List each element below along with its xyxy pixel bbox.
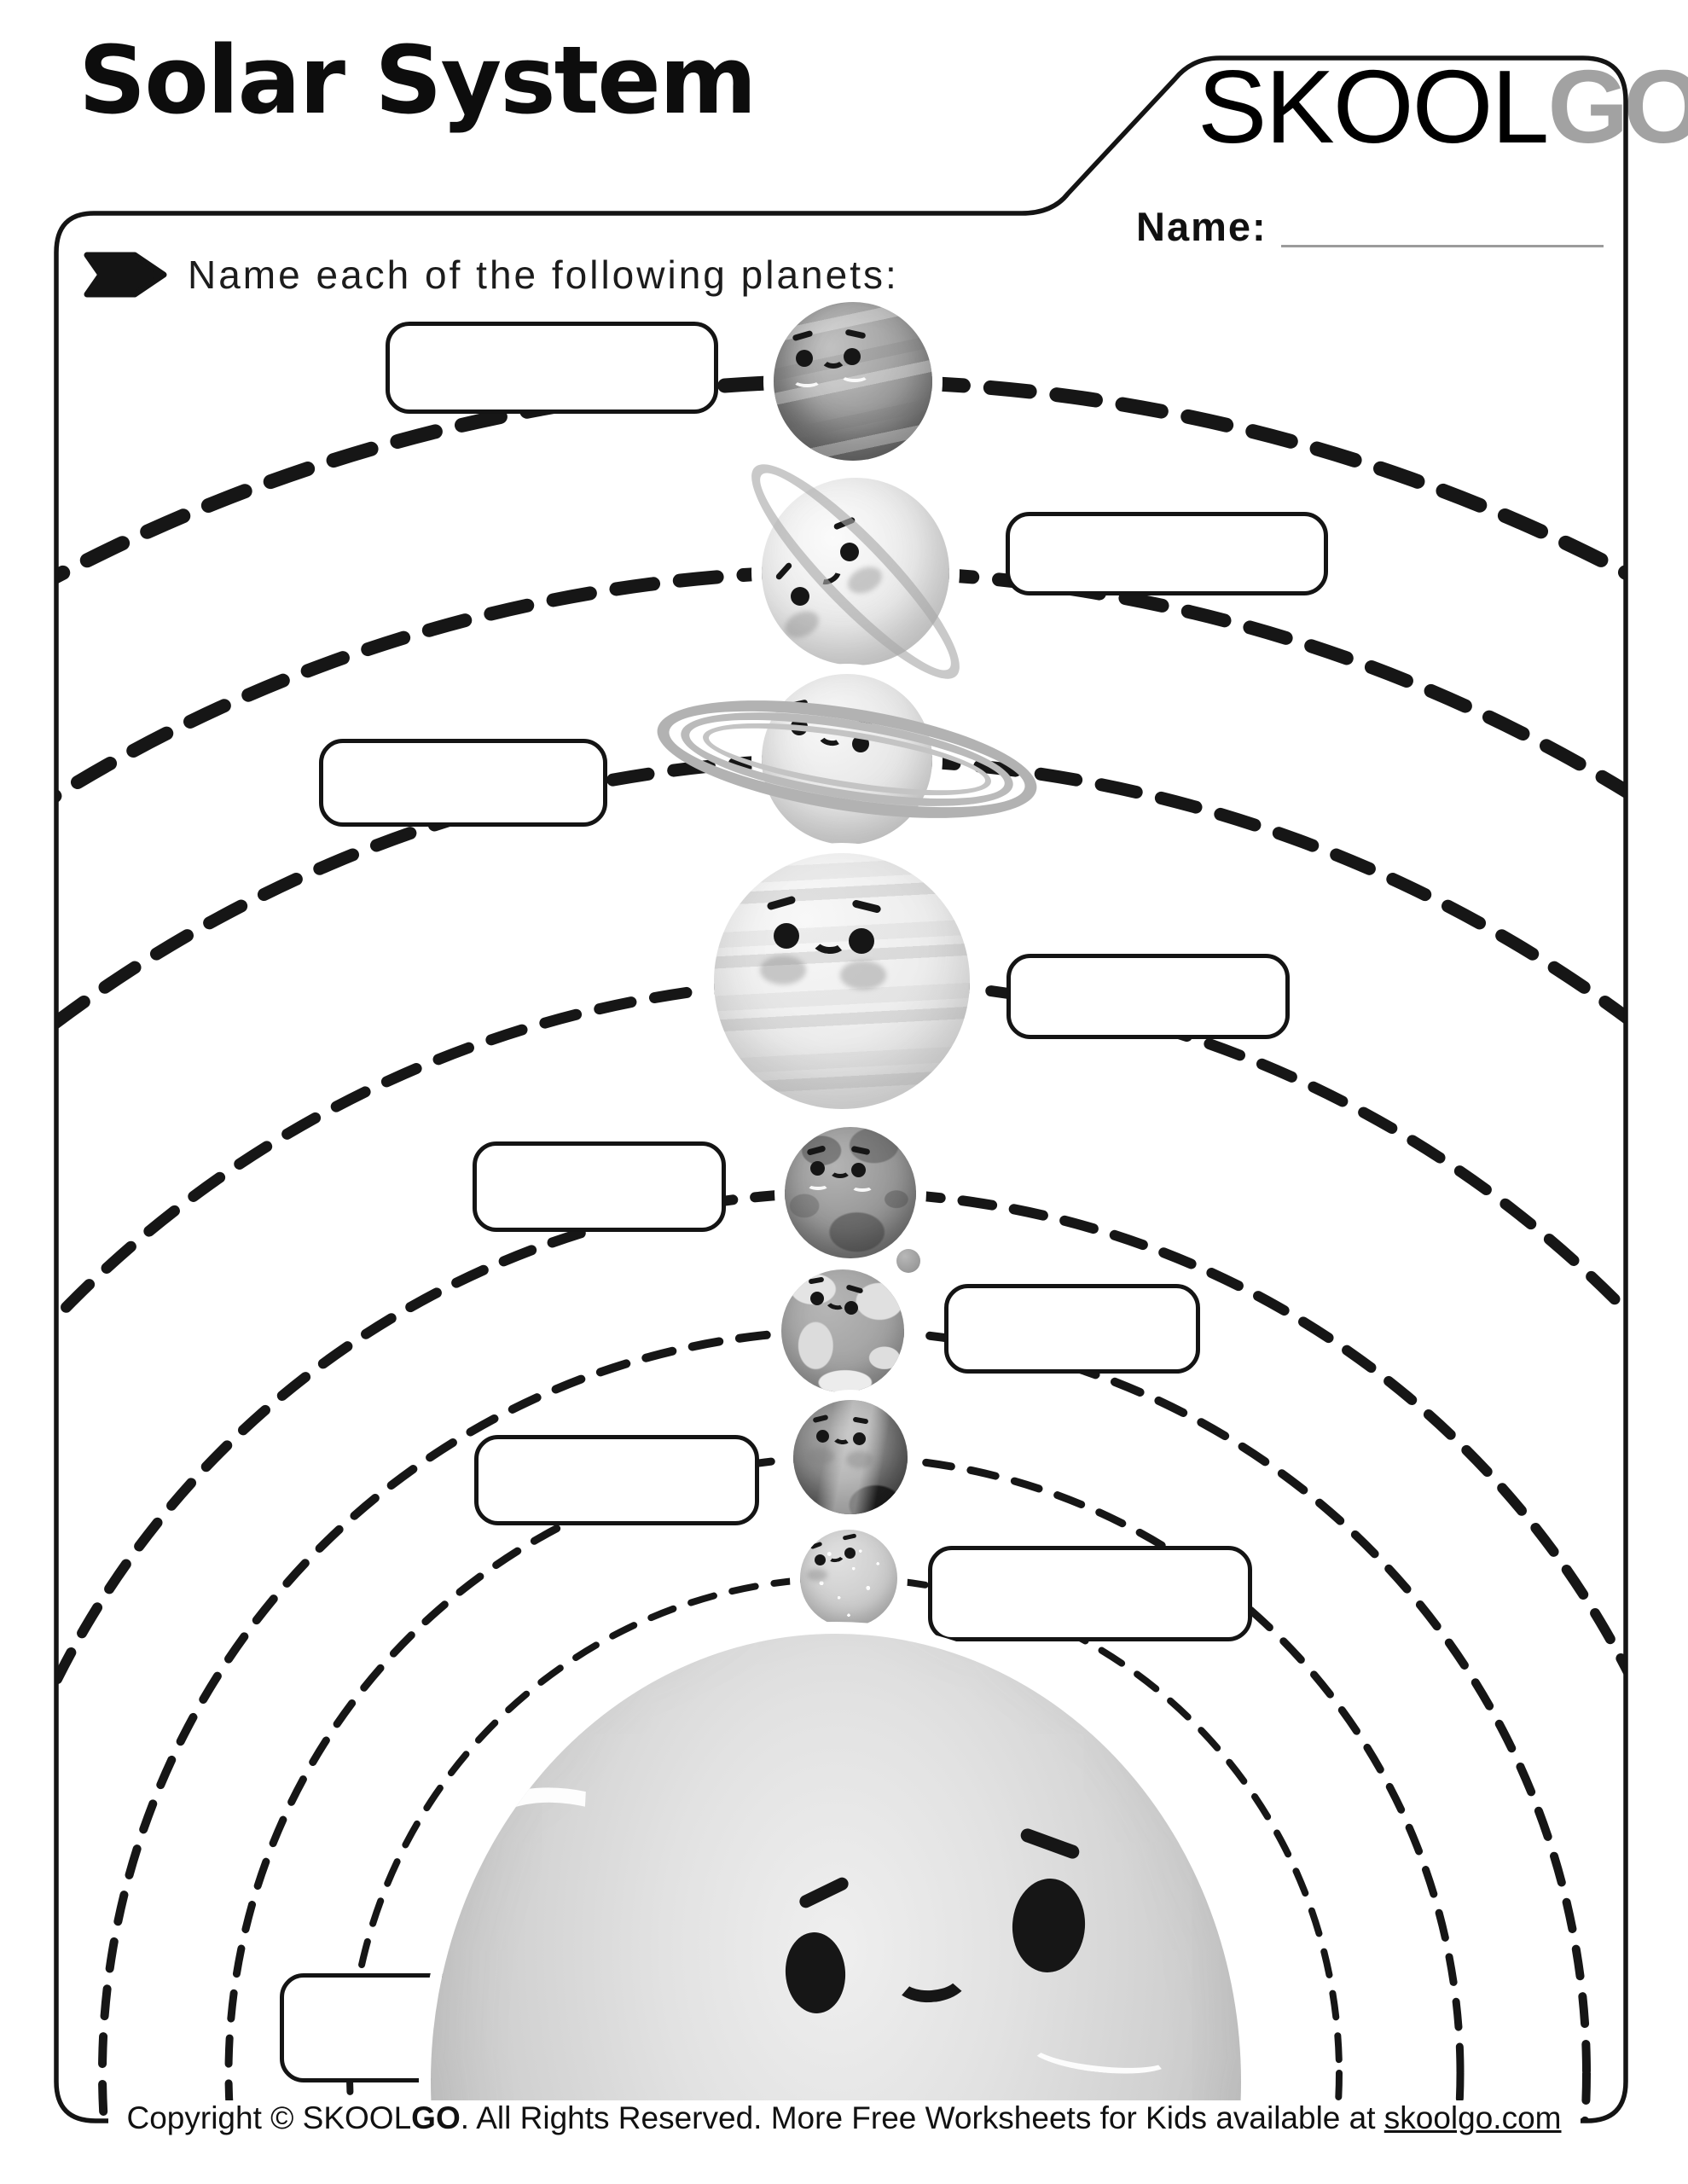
eye bbox=[816, 1430, 829, 1443]
moon-illustration bbox=[896, 1249, 920, 1273]
blush bbox=[846, 1451, 873, 1468]
neptune-illustration bbox=[774, 302, 932, 461]
shine-mark bbox=[840, 369, 869, 382]
eye bbox=[844, 348, 861, 365]
shine-mark bbox=[851, 1182, 873, 1192]
earth-continents bbox=[781, 1269, 904, 1392]
logo-text-skool: SKOOL bbox=[1198, 49, 1549, 165]
shine-mark bbox=[807, 1180, 829, 1190]
eyebrow bbox=[797, 1875, 851, 1910]
answer-box-earth[interactable] bbox=[944, 1284, 1200, 1374]
jupiter-illustration bbox=[714, 853, 970, 1109]
eye bbox=[844, 1301, 858, 1315]
eye bbox=[791, 587, 809, 606]
footer-text: . All Rights Reserved. More Free Workshe… bbox=[460, 2100, 1384, 2135]
blush bbox=[807, 1569, 827, 1581]
answer-box-venus[interactable] bbox=[474, 1435, 759, 1525]
eyebrow bbox=[774, 561, 793, 581]
worksheet-area: Name each of the following planets: bbox=[56, 213, 1626, 2121]
mars-mottling bbox=[785, 1127, 916, 1258]
eye bbox=[853, 1432, 866, 1445]
eye bbox=[810, 1292, 824, 1305]
eye bbox=[774, 923, 799, 949]
footer-logo-bold: GO bbox=[411, 2100, 461, 2135]
eye bbox=[844, 1548, 856, 1559]
eye bbox=[815, 1554, 826, 1565]
footer-text: Copyright © SKOOL bbox=[126, 2100, 412, 2135]
eye bbox=[1009, 1876, 1088, 1975]
shine-mark bbox=[1026, 2025, 1175, 2080]
earth-illustration bbox=[781, 1269, 904, 1392]
answer-box-mars[interactable] bbox=[473, 1141, 726, 1232]
instruction-text: Name each of the following planets: bbox=[188, 253, 899, 297]
answer-box-uranus[interactable] bbox=[1006, 512, 1328, 595]
shine-mark bbox=[792, 374, 821, 387]
blush bbox=[840, 961, 886, 990]
eye bbox=[849, 928, 874, 954]
copyright-footer: Copyright © SKOOLGO. All Rights Reserved… bbox=[107, 2100, 1581, 2136]
answer-box-jupiter[interactable] bbox=[1006, 954, 1290, 1039]
venus-illustration bbox=[793, 1400, 908, 1514]
answer-box-mercury[interactable] bbox=[928, 1546, 1252, 1641]
instruction-row: Name each of the following planets: bbox=[84, 251, 899, 299]
page-title: Solar System bbox=[78, 26, 757, 135]
logo-text-go: GO bbox=[1547, 49, 1688, 165]
mercury-illustration bbox=[800, 1530, 897, 1627]
skoolgo-link[interactable]: skoolgo.com bbox=[1383, 2100, 1562, 2135]
eye bbox=[810, 1161, 825, 1176]
blush bbox=[807, 1448, 834, 1465]
forward-arrow-icon bbox=[84, 252, 167, 298]
smile bbox=[890, 1948, 972, 2006]
answer-box-saturn[interactable] bbox=[319, 739, 607, 827]
answer-box-neptune[interactable] bbox=[386, 322, 718, 414]
eye bbox=[796, 350, 813, 367]
eyebrow bbox=[1018, 1827, 1082, 1861]
smile bbox=[821, 350, 846, 369]
eye bbox=[851, 1163, 866, 1177]
smile bbox=[829, 1163, 851, 1178]
mars-illustration bbox=[785, 1127, 916, 1258]
blush bbox=[760, 956, 806, 985]
skoolgo-logo: SKOOLGO bbox=[1198, 55, 1688, 159]
